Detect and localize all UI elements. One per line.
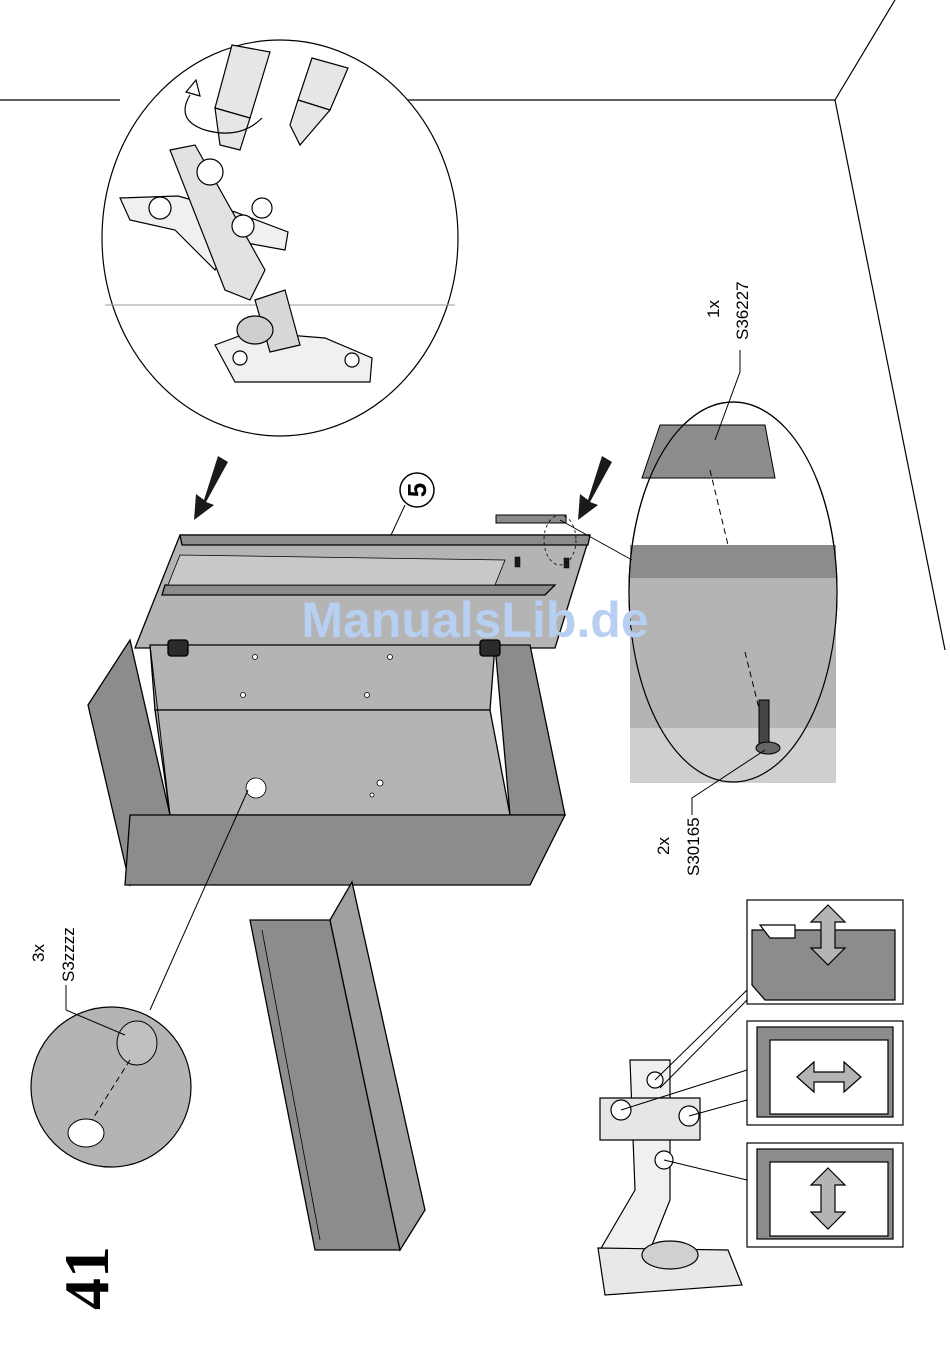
part-code: S3zzzz: [59, 927, 78, 982]
callout-number: 5: [402, 483, 432, 497]
part-qty: 3x: [29, 944, 48, 962]
hinge-adjustment-illustration: [598, 900, 903, 1295]
horizontal-adjust-box: [747, 1021, 903, 1125]
cabinet-body: [88, 535, 590, 885]
depth-adjust-box: [747, 900, 903, 1004]
part-label-s3zzzz: 3x S3zzzz: [29, 927, 78, 982]
vertical-adjust-box: [747, 1143, 903, 1247]
hinge-detail-circle: [102, 40, 458, 436]
watermark: ManualsLib.de: [301, 592, 648, 648]
part-code: S30165: [684, 817, 703, 876]
part-code: S36227: [733, 281, 752, 340]
loose-panel: [250, 882, 425, 1250]
step-number: 41: [51, 1246, 122, 1310]
part-qty: 1x: [704, 300, 723, 318]
part-qty: 2x: [654, 837, 673, 855]
